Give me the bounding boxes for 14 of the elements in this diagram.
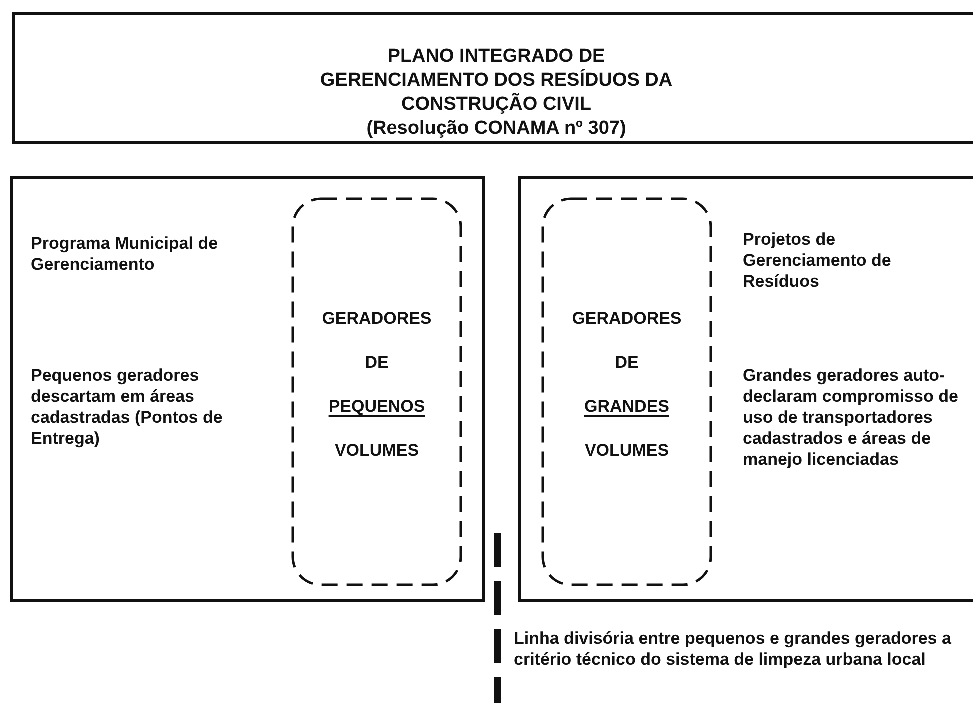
note-text: Linha divisória entre pequenos e grandes geradores a critério técnico do sistema de limpeza urbana local: [514, 628, 952, 670]
panel-box: [10, 176, 485, 602]
dashed-group-box: [541, 197, 713, 587]
heading: PLANO INTEGRADO DE GERENCIAMENTO DOS RESÍDUOS DA CONSTRUÇÃO CIVIL: [319, 45, 674, 117]
subheading: (Resolução CONAMA nº 307): [366, 117, 628, 141]
panel-box: [518, 176, 973, 602]
description-text: Pequenos geradores descartam em áreas cadastradas (Pontos de Entrega): [31, 365, 224, 449]
description-text: Grandes geradores auto-declaram compromisso de uso de transportadores cadastrados e áreas de manejo licenciadas: [743, 365, 960, 470]
description-text: Projetos de Gerenciamento de Resíduos: [743, 229, 892, 292]
description-text: Programa Municipal de Gerenciamento: [31, 233, 220, 275]
title-box: [12, 12, 973, 144]
group-title: GERADORES DE GRANDES VOLUMES: [571, 308, 683, 462]
group-title: GERADORES DE PEQUENOS VOLUMES: [321, 308, 433, 462]
dashed-group-box: [291, 197, 463, 587]
